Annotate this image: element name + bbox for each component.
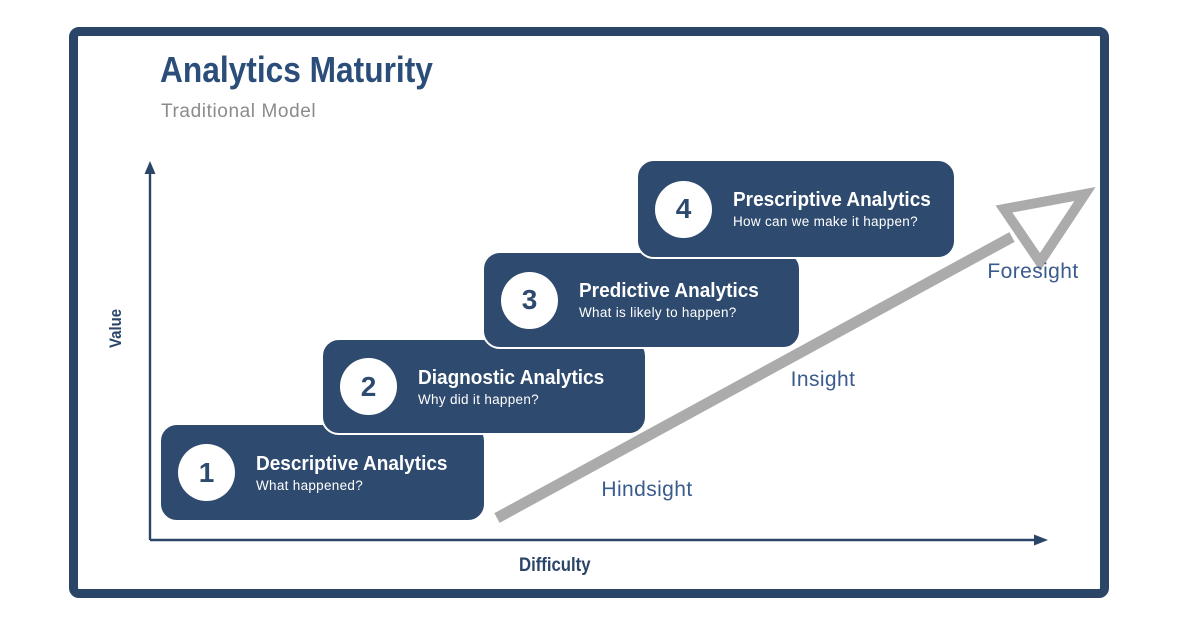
page-subtitle: Traditional Model bbox=[161, 101, 317, 122]
step-card-text: Prescriptive Analytics How can we make i… bbox=[733, 189, 941, 229]
step-question: What happened? bbox=[256, 477, 364, 493]
trend-arrow-head-icon bbox=[995, 186, 1096, 271]
x-axis-label-text: Difficulty bbox=[519, 555, 591, 576]
x-axis bbox=[150, 534, 1048, 546]
step-number-badge: 4 bbox=[655, 180, 712, 238]
step-card-text: Descriptive Analytics What happened? bbox=[256, 453, 458, 493]
y-axis bbox=[144, 161, 156, 540]
insight-label: Insight bbox=[790, 368, 856, 391]
trend-arrow-shaft bbox=[494, 232, 1015, 523]
step-number-badge: 1 bbox=[178, 444, 235, 501]
step-title: Descriptive Analytics bbox=[256, 452, 448, 475]
page-title-text: Analytics Maturity bbox=[160, 49, 433, 90]
step-title: Prescriptive Analytics bbox=[733, 189, 931, 211]
step-question: Why did it happen? bbox=[418, 391, 539, 407]
step-card-predictive: 3 Predictive Analytics What is likely to… bbox=[482, 251, 801, 349]
step-card-prescriptive: 4 Prescriptive Analytics How can we make… bbox=[636, 159, 956, 259]
step-card-descriptive: 1 Descriptive Analytics What happened? bbox=[159, 423, 486, 522]
step-number: 2 bbox=[360, 370, 377, 402]
x-axis-arrow-icon bbox=[1034, 534, 1048, 546]
step-question: How can we make it happen? bbox=[733, 214, 918, 229]
x-axis-label: Difficulty bbox=[480, 555, 640, 577]
hindsight-label: Hindsight bbox=[601, 478, 693, 501]
step-card-text: Predictive Analytics What is likely to h… bbox=[579, 280, 768, 320]
step-question: What is likely to happen? bbox=[579, 305, 737, 320]
trend-arrow bbox=[494, 186, 1096, 523]
y-axis-arrow-icon bbox=[144, 161, 156, 174]
step-card-text: Diagnostic Analytics Why did it happen? bbox=[418, 367, 614, 407]
step-number: 3 bbox=[521, 284, 538, 315]
y-axis-label-text: Value bbox=[106, 309, 125, 349]
foresight-label: Foresight bbox=[987, 260, 1079, 283]
step-number-badge: 2 bbox=[340, 358, 397, 415]
page-title: Analytics Maturity bbox=[160, 52, 470, 88]
step-title: Predictive Analytics bbox=[579, 280, 759, 302]
step-number-badge: 3 bbox=[501, 271, 558, 329]
step-number: 4 bbox=[675, 193, 692, 224]
step-title: Diagnostic Analytics bbox=[418, 366, 605, 389]
y-axis-label: Value bbox=[106, 294, 126, 358]
step-number: 1 bbox=[198, 456, 215, 488]
step-card-diagnostic: 2 Diagnostic Analytics Why did it happen… bbox=[321, 338, 647, 435]
